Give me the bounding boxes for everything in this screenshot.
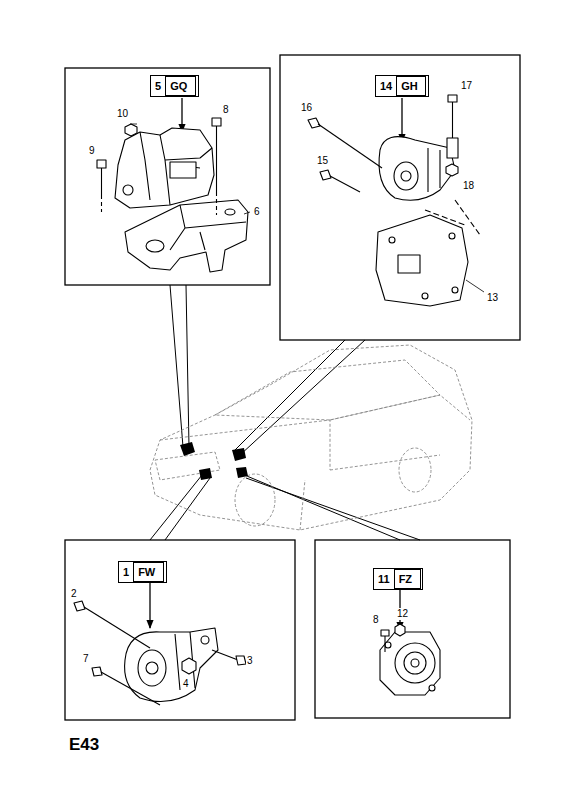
callout-number: 8 <box>222 104 230 116</box>
callout-number: 3 <box>246 655 254 667</box>
car-outline <box>150 345 472 530</box>
callout-number: 18 <box>462 180 475 192</box>
nut <box>125 124 137 136</box>
item-number-box: 5GQ <box>150 75 199 97</box>
part-code-box: GH <box>396 76 426 96</box>
callout-number: 6 <box>253 206 261 218</box>
engine-mount <box>379 137 455 201</box>
bolt <box>92 667 160 705</box>
bolt <box>320 170 360 192</box>
item-number: 11 <box>374 571 394 587</box>
part-code: GH <box>397 78 422 94</box>
part-code: FW <box>134 564 159 580</box>
page-code: E43 <box>68 735 100 755</box>
nut <box>446 164 458 176</box>
item-number: 5 <box>151 78 165 94</box>
part-code: GQ <box>166 78 191 94</box>
part-code-box: FZ <box>394 569 421 589</box>
item-number-box: 11FZ <box>373 568 423 590</box>
support-bracket <box>125 200 248 272</box>
detail-panel <box>65 68 270 285</box>
detail-panel <box>65 540 295 720</box>
nut <box>182 658 196 674</box>
bolt <box>308 118 382 168</box>
callout-number: 9 <box>88 145 96 157</box>
item-number-box: 14GH <box>375 75 429 97</box>
nut <box>395 624 405 636</box>
leader-line <box>150 285 420 540</box>
callout-number: 17 <box>460 80 473 92</box>
leader-line <box>130 124 484 292</box>
callout-number: 10 <box>116 108 129 120</box>
engine-mount <box>115 128 214 208</box>
bolt <box>97 160 106 212</box>
bolt <box>212 118 221 215</box>
item-number: 14 <box>376 78 396 94</box>
detail-panel <box>280 55 520 340</box>
bolt <box>212 650 246 665</box>
callout-number: 7 <box>82 653 90 665</box>
item-number-box: 1FW <box>118 561 167 583</box>
engine-mount <box>380 632 440 695</box>
callout-number: 16 <box>300 102 313 114</box>
callout-number: 13 <box>486 292 499 304</box>
detail-panel <box>315 540 510 718</box>
part-code-box: FW <box>133 562 164 582</box>
bolt <box>381 630 389 652</box>
callout-number: 4 <box>182 678 190 690</box>
support-bracket <box>376 215 468 306</box>
bolt <box>74 601 150 648</box>
callout-number: 8 <box>372 614 380 626</box>
mount-location <box>180 442 248 480</box>
part-code-box: GQ <box>165 76 196 96</box>
callout-number: 12 <box>396 608 409 620</box>
engine-mount <box>125 628 218 702</box>
item-number: 1 <box>119 564 133 580</box>
callout-number: 15 <box>316 155 329 167</box>
callout-number: 2 <box>70 588 78 600</box>
bolt <box>447 95 458 158</box>
part-code: FZ <box>395 571 416 587</box>
